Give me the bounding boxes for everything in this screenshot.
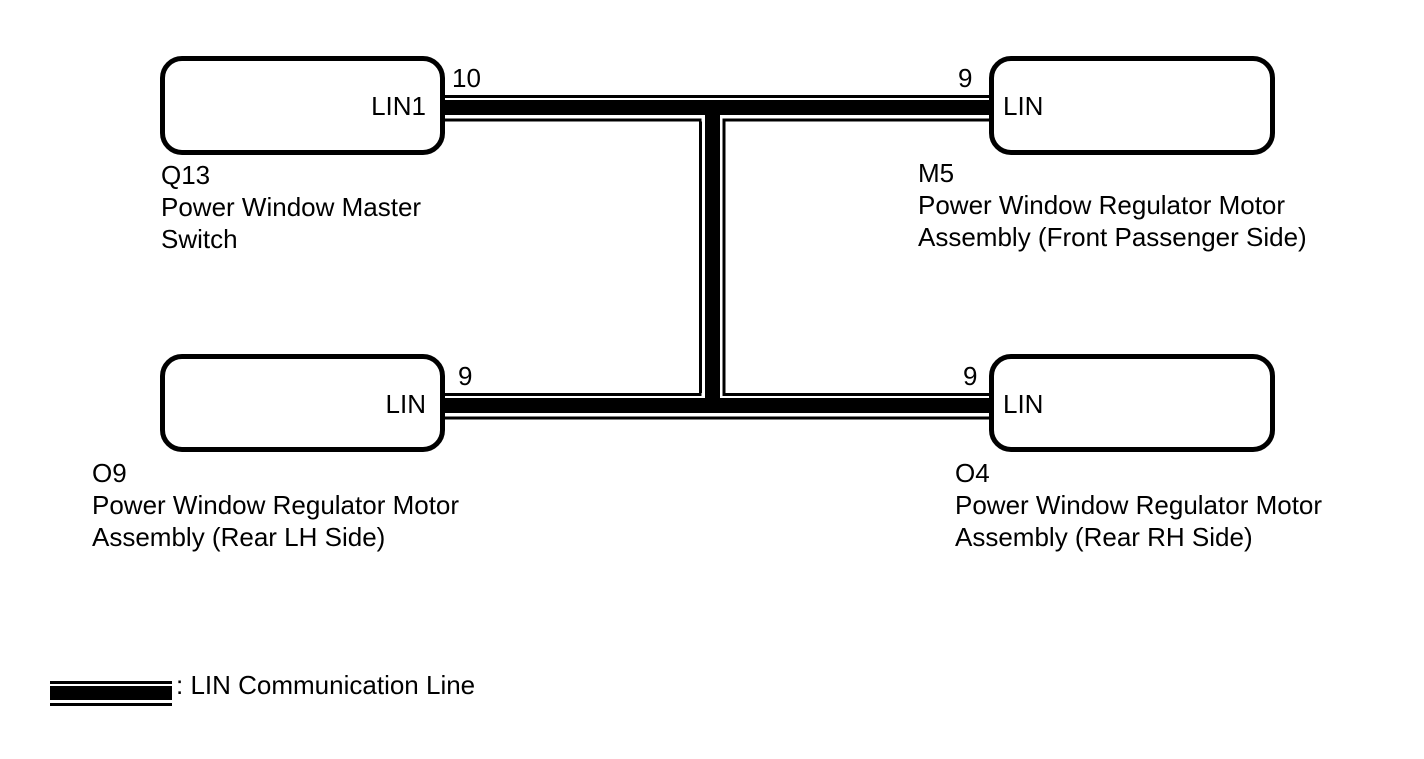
node-name-line: Assembly (Rear LH Side)	[92, 522, 386, 552]
node-label-o4: O4 Power Window Regulator Motor Assembly…	[955, 457, 1322, 553]
node-name-line: Power Window Master	[161, 192, 422, 222]
port-label-o9: LIN	[385, 389, 426, 419]
trunk-wire-thick	[705, 100, 720, 413]
legend-line-symbol-thin-upper	[50, 681, 172, 684]
port-label-o4: LIN	[1003, 389, 1044, 419]
top-wire-thin-lower-right	[722, 118, 990, 122]
node-code-q13: Q13	[161, 160, 211, 190]
node-box-o9: LIN	[160, 354, 445, 452]
node-box-o4: LIN	[989, 354, 1275, 452]
node-box-q13: LIN1	[160, 56, 445, 155]
top-wire-thin-lower-left	[445, 118, 702, 122]
pin-number-q13: 10	[452, 63, 481, 93]
legend-line-symbol-thick	[50, 686, 172, 700]
node-code-m5: M5	[918, 158, 955, 188]
legend-label: : LIN Communication Line	[176, 670, 476, 700]
node-name-line: Power Window Regulator Motor	[955, 490, 1323, 520]
pin-number-m5: 9	[958, 63, 973, 93]
node-name-line: Switch	[161, 224, 238, 254]
bottom-wire-thin-upper-right	[722, 393, 990, 396]
node-name-line: Assembly (Rear RH Side)	[955, 522, 1253, 552]
port-label-q13: LIN1	[371, 91, 426, 121]
pin-number-o9: 9	[458, 361, 473, 391]
pin-number-o4: 9	[963, 361, 978, 391]
node-name-line: Assembly (Front Passenger Side)	[918, 222, 1307, 252]
top-wire-thin-upper	[445, 95, 990, 98]
trunk-wire-thin-right	[722, 121, 726, 393]
node-label-o9: O9 Power Window Regulator Motor Assembly…	[92, 457, 459, 553]
trunk-wire-thin-left	[699, 121, 702, 393]
node-code-o9: O9	[92, 458, 127, 488]
node-label-m5: M5 Power Window Regulator Motor Assembly…	[918, 157, 1307, 253]
legend-line-symbol-thin-lower	[50, 703, 172, 706]
bottom-wire-thin-lower	[445, 416, 990, 420]
node-name-line: Power Window Regulator Motor	[92, 490, 460, 520]
bottom-wire-thick	[445, 398, 990, 413]
node-label-q13: Q13 Power Window Master Switch	[161, 159, 421, 255]
node-code-o4: O4	[955, 458, 990, 488]
node-box-m5: LIN	[989, 56, 1275, 155]
port-label-m5: LIN	[1003, 91, 1044, 121]
node-name-line: Power Window Regulator Motor	[918, 190, 1286, 220]
bottom-wire-thin-upper-left	[445, 393, 702, 396]
